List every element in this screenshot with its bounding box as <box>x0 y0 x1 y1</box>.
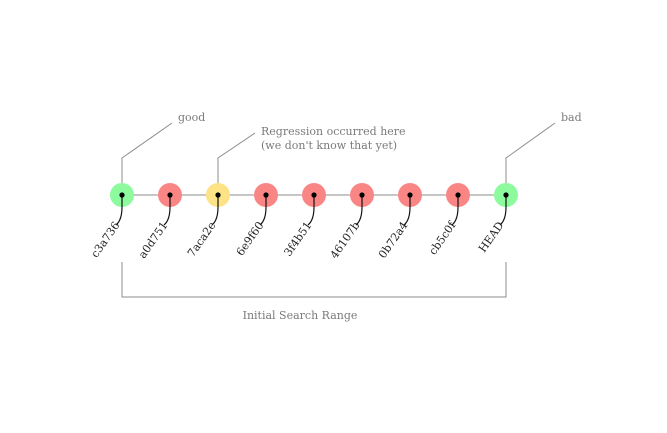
commit-dot <box>359 192 365 198</box>
good-leader-line <box>121 122 173 183</box>
commit-dot <box>263 192 269 198</box>
commit-tail <box>355 195 363 226</box>
regression-leader-line <box>217 132 256 183</box>
commit-hash-label: 3f4b51 <box>281 219 314 258</box>
regression-annotation-line1: Regression occurred here <box>261 125 406 138</box>
commit-tail <box>403 195 411 226</box>
commit-node-7aca2e: 7aca2e <box>185 183 230 259</box>
commit-node-HEAD: HEAD <box>476 183 518 255</box>
bad-annotation: bad <box>561 111 582 124</box>
commit-dot <box>119 192 125 198</box>
search-range-bracket <box>121 262 507 298</box>
commit-hash-label: 0b72a4 <box>376 219 411 261</box>
commit-hash-label: a0d751 <box>136 219 171 261</box>
commit-tail <box>307 195 315 226</box>
regression-annotation-line2: (we don't know that yet) <box>261 139 397 152</box>
commit-hash-label: 46107b <box>328 219 363 261</box>
commit-tail <box>259 195 267 226</box>
commit-tail <box>115 195 123 226</box>
good-annotation: good <box>178 111 205 124</box>
commit-node-6e9f60: 6e9f60 <box>234 183 278 258</box>
commit-hash-label: 7aca2e <box>185 219 218 259</box>
commit-node-cb5c0f: cb5c0f <box>426 183 470 257</box>
commit-dot <box>215 192 221 198</box>
commit-dot <box>311 192 317 198</box>
commit-dot <box>455 192 461 198</box>
commit-tail <box>163 195 171 226</box>
commit-tail <box>499 195 507 226</box>
commit-hash-label: HEAD <box>476 219 506 255</box>
commit-dot <box>503 192 509 198</box>
commit-node-3f4b51: 3f4b51 <box>281 183 326 259</box>
commit-dot <box>407 192 413 198</box>
bad-leader-line <box>505 122 556 183</box>
commit-dot <box>167 192 173 198</box>
commit-tail <box>451 195 459 226</box>
search-range-label: Initial Search Range <box>243 309 358 322</box>
commit-hash-label: 6e9f60 <box>234 219 267 258</box>
commit-tail <box>211 195 219 226</box>
commit-node-c3a736: c3a736 <box>88 183 134 260</box>
commit-hash-label: cb5c0f <box>426 219 459 258</box>
commit-hash-label: c3a736 <box>88 219 122 260</box>
